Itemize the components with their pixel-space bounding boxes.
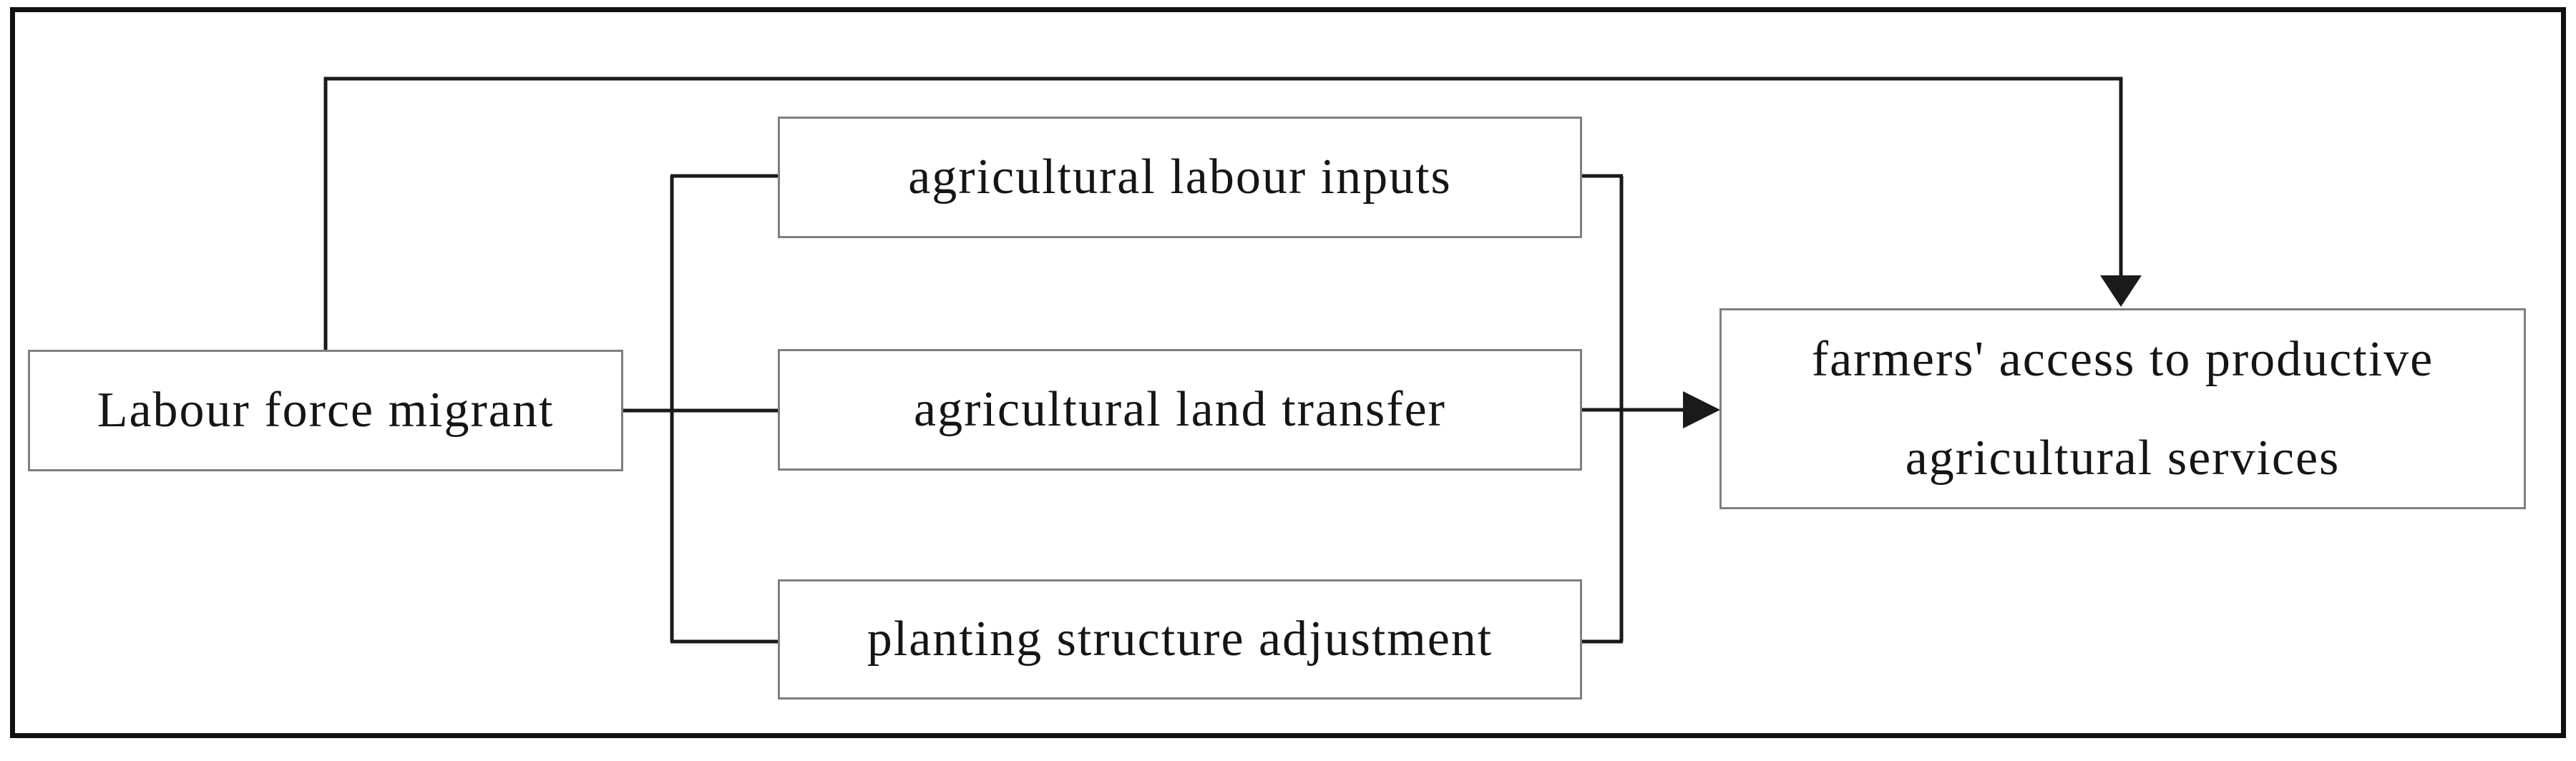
node-planting-structure-adjustment: planting structure adjustment <box>778 579 1582 699</box>
arrowhead-right-icon <box>1683 391 1720 428</box>
node-agricultural-labour-inputs: agricultural labour inputs <box>778 117 1582 238</box>
node-farmers-access: farmers' access to productive agricultur… <box>1719 308 2526 509</box>
node-farmers-access-line1: farmers' access to productive <box>1811 331 2434 387</box>
node-agricultural-land-transfer: agricultural land transfer <box>778 349 1582 471</box>
edge-direct-top-route <box>323 77 2123 350</box>
figure-outer-border <box>10 7 2566 738</box>
arrowhead-down-icon <box>2100 275 2142 307</box>
node-labour-force-migrant: Labour force migrant <box>28 350 623 471</box>
node-farmers-access-line2: agricultural services <box>1905 430 2341 486</box>
